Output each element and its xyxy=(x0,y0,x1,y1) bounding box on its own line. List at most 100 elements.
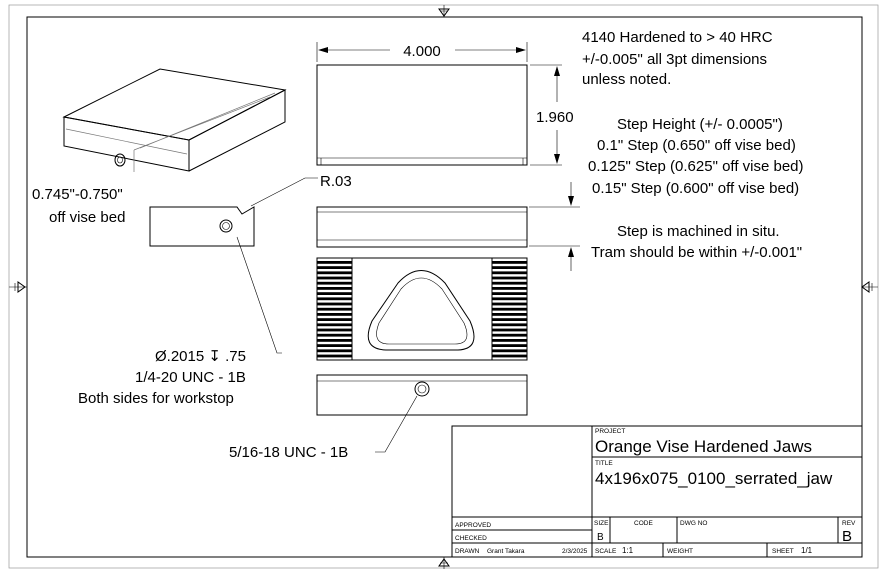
serration-groove xyxy=(492,339,527,342)
sheet-value: 1/1 xyxy=(801,546,813,555)
serration-groove xyxy=(492,281,527,285)
drawn-by: Grant Takara xyxy=(487,548,525,555)
project-label: PROJECT xyxy=(595,428,625,435)
serration-groove xyxy=(317,333,352,337)
rev-value: B xyxy=(842,528,852,545)
serration-groove xyxy=(317,318,352,321)
outer-border xyxy=(8,4,879,569)
svg-text:+/-0.005" all 3pt dimensions: +/-0.005" all 3pt dimensions xyxy=(582,51,767,68)
serration-groove xyxy=(492,344,527,347)
scale-label: SCALE xyxy=(595,548,617,555)
serration-groove xyxy=(317,266,352,269)
serration-groove xyxy=(492,349,527,353)
approved-label: APPROVED xyxy=(455,522,491,529)
serration-groove xyxy=(317,271,352,275)
side-view xyxy=(149,177,318,354)
svg-text:Ø.2015 ↧ .75: Ø.2015 ↧ .75 xyxy=(155,348,246,365)
size-value: B xyxy=(597,532,604,543)
serration-groove xyxy=(317,276,352,280)
rev-label: REV xyxy=(842,520,856,527)
jaw-face-view xyxy=(316,257,528,361)
project-name: Orange Vise Hardened Jaws xyxy=(595,437,812,456)
step-dimension xyxy=(529,182,580,271)
title-block: PROJECT Orange Vise Hardened Jaws TITLE … xyxy=(451,425,863,558)
serration-groove xyxy=(317,307,352,311)
sheet-label: SHEET xyxy=(772,548,794,555)
serration-groove xyxy=(317,287,352,290)
serration-groove xyxy=(492,333,527,337)
bottom-view xyxy=(316,374,528,453)
step-view xyxy=(316,206,528,248)
svg-text:Tram should be within +/-0.001: Tram should be within +/-0.001" xyxy=(591,244,802,261)
serration-groove xyxy=(492,261,527,264)
serration-groove xyxy=(492,313,527,316)
svg-text:Step is machined in situ.: Step is machined in situ. xyxy=(617,223,780,240)
scale-value: 1:1 xyxy=(622,546,634,555)
material-notes: 4140 Hardened to > 40 HRC +/-0.005" all … xyxy=(582,29,773,88)
bottom-tap-callout: 5/16-18 UNC - 1B xyxy=(229,444,348,461)
svg-text:0.125" Step (0.625" off vise b: 0.125" Step (0.625" off vise bed) xyxy=(588,158,804,175)
serration-groove xyxy=(317,313,352,316)
dwg-no-label: DWG NO xyxy=(680,520,707,527)
machining-notes: Step is machined in situ. Tram should be… xyxy=(591,223,802,261)
size-label: SIZE xyxy=(594,520,609,527)
serration-groove xyxy=(492,287,527,290)
height-value: 1.960 xyxy=(536,109,574,126)
svg-text:Both sides for workstop: Both sides for workstop xyxy=(78,390,234,407)
serration-groove xyxy=(492,266,527,269)
step-notes: Step Height (+/- 0.0005") 0.1" Step (0.6… xyxy=(588,116,804,197)
drawn-date: 2/3/2025 xyxy=(562,548,588,555)
serration-groove xyxy=(492,307,527,311)
bottom-tapped-hole xyxy=(414,381,430,397)
svg-text:0.15" Step (0.600" off vise be: 0.15" Step (0.600" off vise bed) xyxy=(592,180,799,197)
weight-label: WEIGHT xyxy=(667,548,693,555)
serration-groove xyxy=(317,297,352,301)
drawn-label: DRAWN xyxy=(455,548,480,555)
drawing-title: 4x196x075_0100_serrated_jaw xyxy=(595,469,833,488)
serration-groove xyxy=(317,354,352,358)
serration-groove xyxy=(492,276,527,280)
serration-groove xyxy=(317,344,352,347)
serration-groove xyxy=(492,328,527,332)
serration-groove xyxy=(317,292,352,295)
iso-hole xyxy=(114,153,126,167)
radius-callout: R.03 xyxy=(320,173,352,190)
front-view xyxy=(316,64,528,166)
serration-groove xyxy=(317,349,352,353)
svg-text:Step Height (+/- 0.0005"): Step Height (+/- 0.0005") xyxy=(617,116,783,133)
serration-groove xyxy=(492,302,527,306)
serration-groove xyxy=(492,318,527,321)
side-tapped-hole xyxy=(219,219,233,233)
svg-text:4140 Hardened to > 40 HRC: 4140 Hardened to > 40 HRC xyxy=(582,29,773,46)
width-value: 4.000 xyxy=(403,43,441,60)
serration-groove xyxy=(317,281,352,285)
checked-label: CHECKED xyxy=(455,535,487,542)
triangular-pocket-inner xyxy=(376,277,468,345)
bed-range-text: 0.745"-0.750" xyxy=(32,186,123,203)
svg-text:unless noted.: unless noted. xyxy=(582,71,671,88)
serration-groove xyxy=(492,292,527,295)
isometric-view xyxy=(62,68,287,172)
serration-groove xyxy=(317,328,352,332)
serration-groove xyxy=(317,339,352,342)
title-label: TITLE xyxy=(595,460,613,467)
serration-groove xyxy=(492,271,527,275)
serration-groove xyxy=(317,302,352,306)
triangular-pocket-outer xyxy=(367,270,475,351)
serration-groove xyxy=(492,323,527,327)
serration-groove xyxy=(317,261,352,264)
serration-groove xyxy=(317,323,352,327)
svg-text:1/4-20 UNC - 1B: 1/4-20 UNC - 1B xyxy=(135,369,246,386)
centering-marks xyxy=(9,5,878,569)
serrations-left xyxy=(317,261,352,358)
hole-callout: Ø.2015 ↧ .75 1/4-20 UNC - 1B Both sides … xyxy=(78,348,246,407)
width-dimension xyxy=(316,42,528,62)
height-dimension xyxy=(530,64,562,166)
bed-suffix-text: off vise bed xyxy=(49,209,125,226)
svg-text:0.1" Step (0.650" off vise bed: 0.1" Step (0.650" off vise bed) xyxy=(597,137,796,154)
code-label: CODE xyxy=(634,520,653,527)
serration-groove xyxy=(492,354,527,358)
serrations-right xyxy=(492,261,527,358)
serration-groove xyxy=(492,297,527,301)
